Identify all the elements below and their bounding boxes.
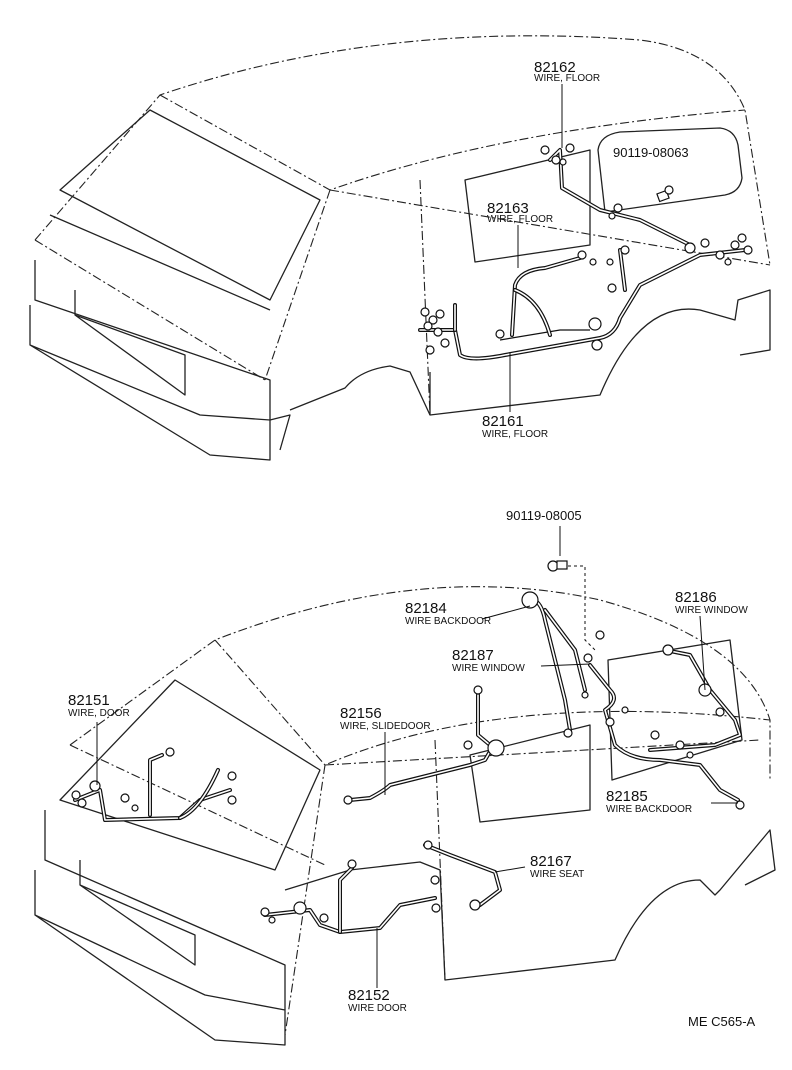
bottom-leaders <box>96 526 738 988</box>
harness-82152 <box>263 866 437 934</box>
bottom-connectors <box>71 591 745 924</box>
part-82152-name: WIRE DOOR <box>348 1003 407 1014</box>
part-82186-name: WIRE WINDOW <box>675 605 748 616</box>
harness-82186 <box>648 648 742 752</box>
harness-82161 <box>418 248 747 361</box>
part-90119-08005-number: 90119-08005 <box>506 508 582 523</box>
harness-82185 <box>588 663 740 802</box>
part-82162-name: WIRE, FLOOR <box>534 73 600 84</box>
harness-82163 <box>510 256 582 337</box>
part-82161-name: WIRE, FLOOR <box>482 429 548 440</box>
part-82167-name: WIRE SEAT <box>530 869 584 880</box>
top-connectors <box>420 143 753 355</box>
harness-82167 <box>423 843 502 907</box>
part-82163-name: WIRE, FLOOR <box>487 214 553 225</box>
harness-82151 <box>73 753 232 822</box>
bottom-van-body <box>34 586 776 1046</box>
part-82151-name: WIRE, DOOR <box>68 708 130 719</box>
part-82184-number: 82184 <box>405 600 447 617</box>
top-van-body <box>29 35 771 461</box>
harness-82162 <box>548 148 692 292</box>
part-82167-number: 82167 <box>530 853 572 870</box>
part-90119-08063-number: 90119-08063 <box>613 145 689 160</box>
part-82187-name: WIRE WINDOW <box>452 663 525 674</box>
top-leaders <box>509 84 563 412</box>
bolt-90119-08005 <box>547 560 596 651</box>
part-82186-number: 82186 <box>675 589 717 606</box>
part-82184-name: WIRE BACKDOOR <box>405 616 491 627</box>
bolt-90119-08063 <box>656 185 674 203</box>
part-82156-number: 82156 <box>340 705 382 722</box>
part-82161-number: 82161 <box>482 413 524 430</box>
part-82185-name: WIRE BACKDOOR <box>606 804 692 815</box>
part-82162-number: 82162 <box>534 59 576 76</box>
part-82156-name: WIRE, SLIDEDOOR <box>340 721 431 732</box>
part-82151-number: 82151 <box>68 692 110 709</box>
diagram-code: ME C565-A <box>688 1014 756 1029</box>
part-82185-number: 82185 <box>606 788 648 805</box>
part-82152-number: 82152 <box>348 987 390 1004</box>
part-82163-number: 82163 <box>487 200 529 217</box>
part-82187-number: 82187 <box>452 647 494 664</box>
